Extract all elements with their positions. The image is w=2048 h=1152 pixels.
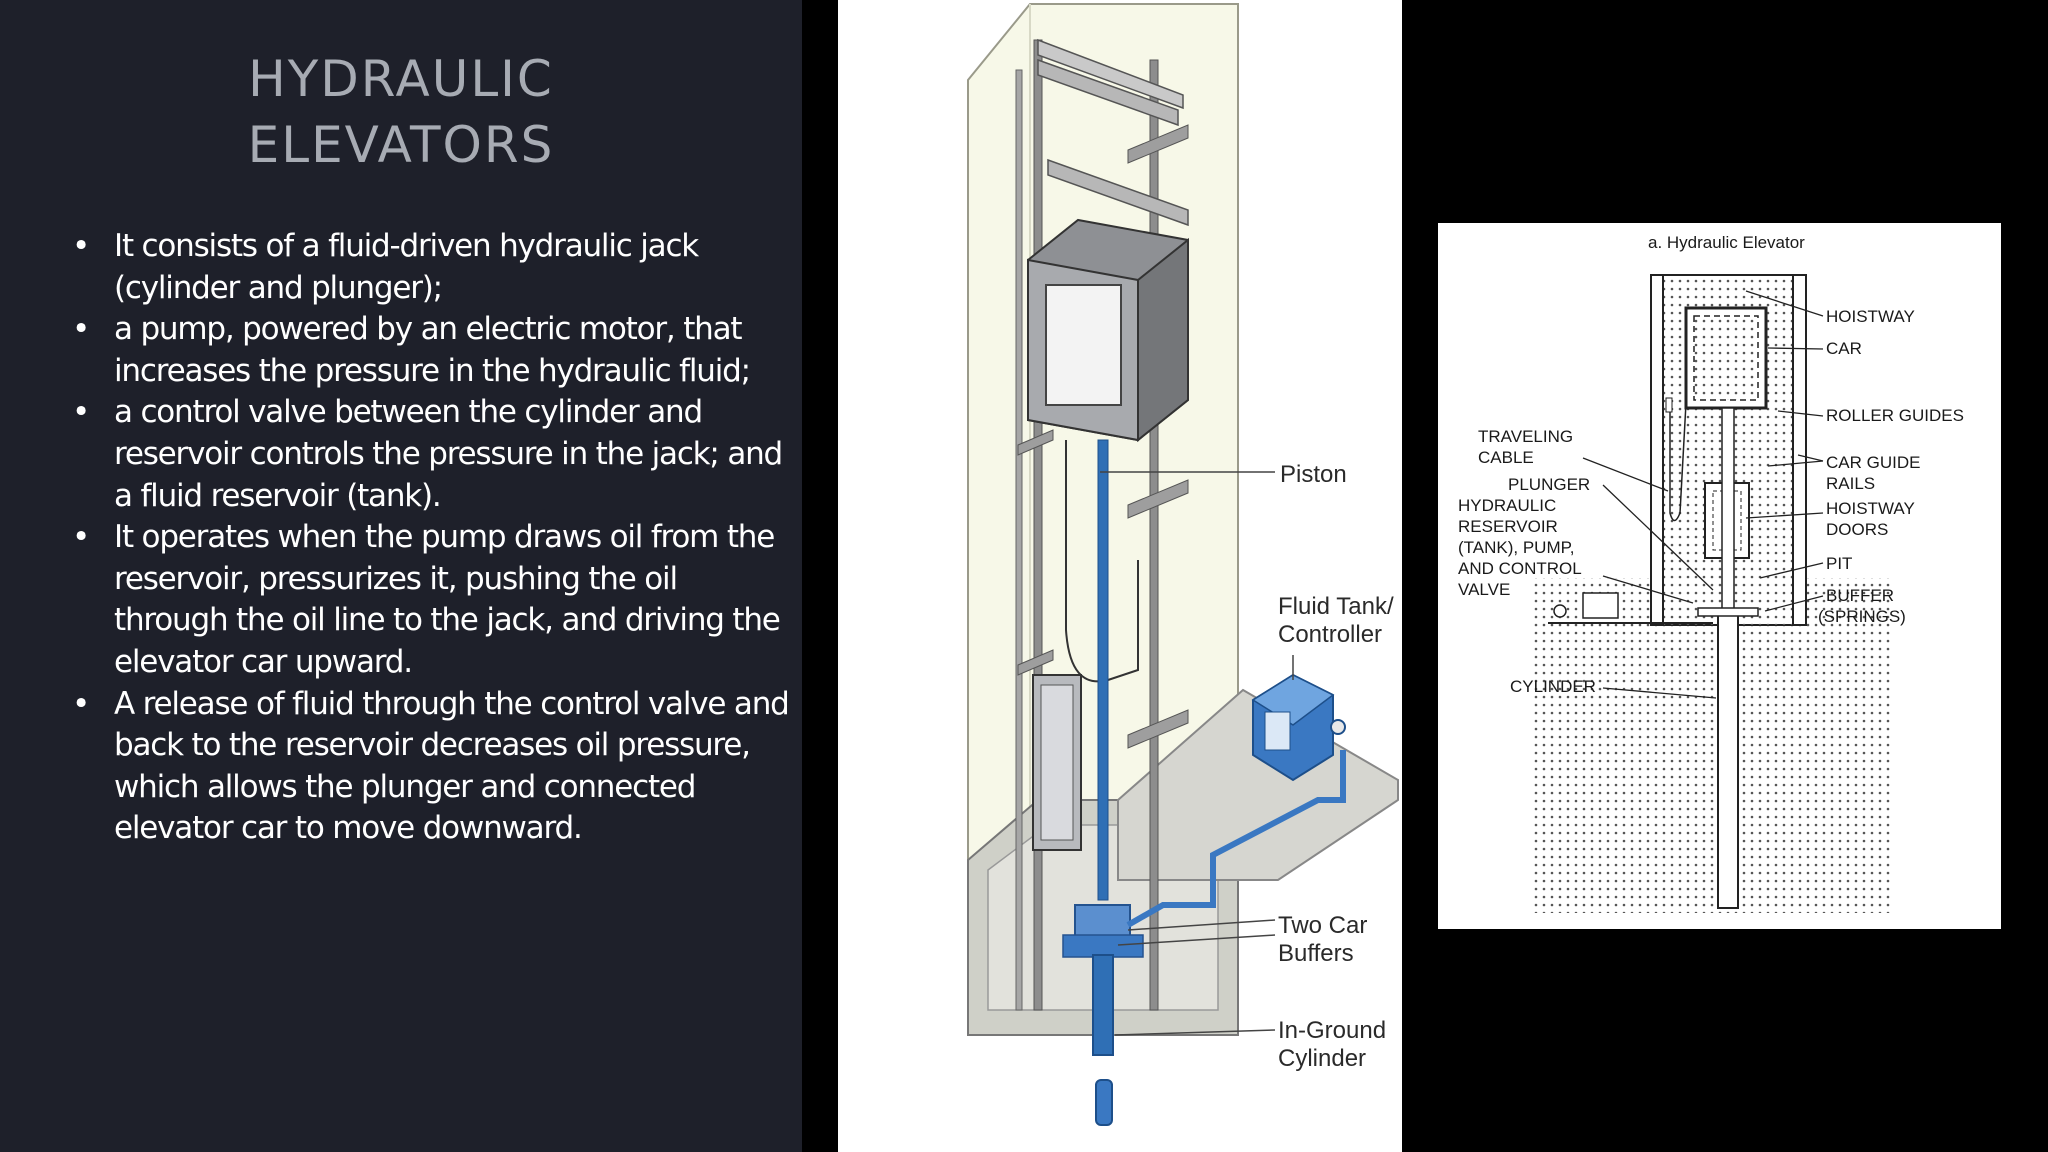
label-plunger: PLUNGER xyxy=(1508,475,1590,494)
guide-rail-left xyxy=(1033,39,1043,1011)
label-reservoir-line1: HYDRAULIC xyxy=(1458,496,1556,515)
title-line-2: ELEVATORS xyxy=(247,116,555,174)
label-pit: PIT xyxy=(1826,554,1852,573)
label-hoistway-doors-line2: DOORS xyxy=(1826,520,1888,539)
oil-line xyxy=(1126,750,1346,928)
illustration-svg: Piston Fluid Tank/ Controller Two Car Bu… xyxy=(967,3,1399,1126)
label-piston: Piston xyxy=(1280,461,1347,488)
slide-title: HYDRAULIC ELEVATORS xyxy=(0,46,802,178)
label-traveling-cable-line1: TRAVELING xyxy=(1478,427,1573,446)
label-cylinder-line1: In-Ground xyxy=(1278,1017,1386,1044)
label-cylinder-line2: Cylinder xyxy=(1278,1045,1366,1072)
machine-room-floor xyxy=(1117,688,1399,881)
label-reservoir-line4: AND CONTROL xyxy=(1458,559,1582,578)
piston xyxy=(1097,439,1109,901)
label-reservoir-line5: VALVE xyxy=(1458,580,1510,599)
label-fluid-tank-line2: Controller xyxy=(1278,621,1382,648)
label-cylinder: CYLINDER xyxy=(1510,677,1596,696)
text-panel: HYDRAULIC ELEVATORS It consists of a flu… xyxy=(0,0,802,1152)
bullet-item: a control valve between the cylinder and… xyxy=(72,392,792,517)
bullet-list: It consists of a fluid-driven hydraulic … xyxy=(72,226,792,850)
label-buffers-line1: Two Car xyxy=(1278,912,1367,939)
schematic-title: a. Hydraulic Elevator xyxy=(1648,233,1805,252)
label-traveling-cable-line2: CABLE xyxy=(1478,448,1534,467)
title-line-1: HYDRAULIC xyxy=(248,50,554,108)
label-car-guide-rails-line1: CAR GUIDE xyxy=(1826,453,1920,472)
bullet-item: a pump, powered by an electric motor, th… xyxy=(72,309,792,392)
bullet-item: It operates when the pump draws oil from… xyxy=(72,517,792,683)
label-roller-guides: ROLLER GUIDES xyxy=(1826,406,1964,425)
label-buffers-line2: Buffers xyxy=(1278,940,1354,967)
label-buffer-line1: BUFFER xyxy=(1826,586,1894,605)
elevator-illustration: Piston Fluid Tank/ Controller Two Car Bu… xyxy=(838,0,1402,1152)
label-hoistway-doors-line1: HOISTWAY xyxy=(1826,499,1915,518)
schematic-svg: a. Hydraulic Elevator xyxy=(1458,233,1964,913)
label-reservoir-line2: RESERVOIR xyxy=(1458,517,1558,536)
label-reservoir-line3: (TANK), PUMP, xyxy=(1458,538,1575,557)
label-fluid-tank-line1: Fluid Tank/ xyxy=(1278,593,1394,620)
ground-fill xyxy=(1533,578,1893,913)
schematic-reservoir xyxy=(1582,592,1619,619)
guide-rail-right xyxy=(1149,59,1159,1011)
label-buffer-line2: (SPRINGS) xyxy=(1818,607,1906,626)
bullet-item: It consists of a fluid-driven hydraulic … xyxy=(72,226,792,309)
label-car: CAR xyxy=(1826,339,1862,358)
schematic-plunger xyxy=(1721,407,1735,614)
elevator-schematic: a. Hydraulic Elevator xyxy=(1438,223,2001,929)
label-hoistway: HOISTWAY xyxy=(1826,307,1915,326)
in-ground-cylinder xyxy=(1092,954,1114,1056)
bullet-item: A release of fluid through the control v… xyxy=(72,684,792,850)
car-door-opening xyxy=(1045,284,1122,406)
schematic-cylinder xyxy=(1717,612,1739,909)
label-car-guide-rails-line2: RAILS xyxy=(1826,474,1875,493)
